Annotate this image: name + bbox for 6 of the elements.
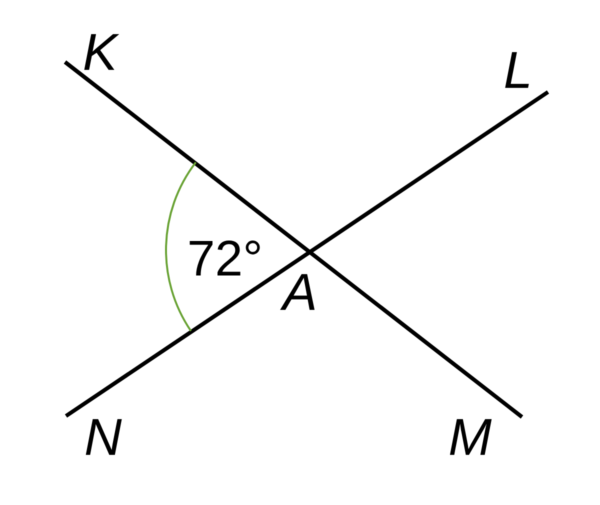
- point-label: M: [450, 419, 492, 455]
- point-label: N: [86, 419, 122, 455]
- point-label: L: [505, 52, 529, 88]
- point-label: K: [84, 34, 120, 70]
- point-label: A: [280, 274, 315, 310]
- angle-label: 72°: [190, 240, 260, 276]
